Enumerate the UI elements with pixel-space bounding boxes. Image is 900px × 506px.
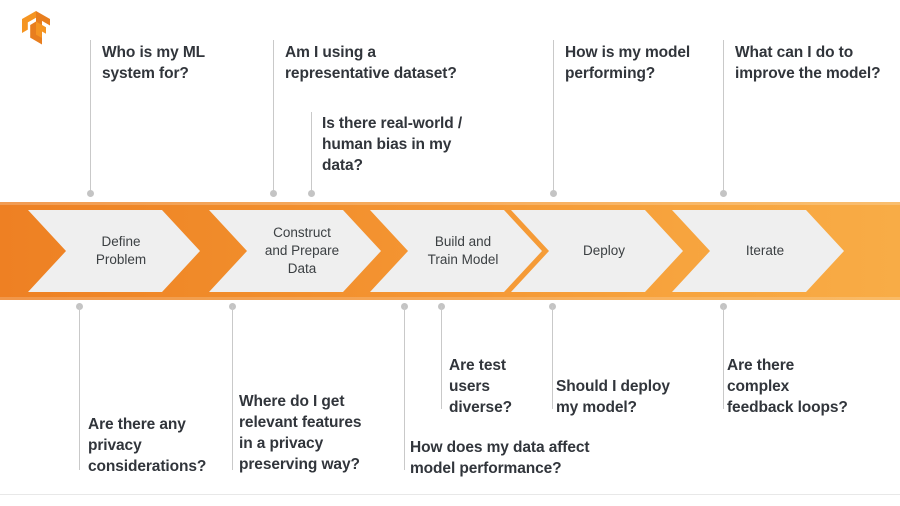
step-label: Deploy [582,243,626,259]
step-label: Iterate [745,243,785,259]
callout-are-there-any-privacy-considerations: Are there any privacy considerations? [88,416,207,476]
callout-should-i-deploy-my-model: Should I deploy my model? [556,378,670,417]
connector-line-bottom-1 [79,306,80,470]
step-label: Construct and Prepare Data [264,225,340,276]
connector-line-bottom-4 [441,306,442,409]
connector-dot-top-1 [87,190,94,197]
connector-line-top-2 [273,40,274,193]
connector-line-bottom-6 [723,306,724,409]
callout-is-there-real-world-human-bias-in-my-data: Is there real-world / human bias in my d… [322,115,463,175]
tensorflow-logo [16,8,56,48]
callout-who-is-my-ml-system-for: Who is my ML system for? [102,44,205,83]
connector-line-top-1 [90,40,91,193]
step-define-problem[interactable]: Define Problem [28,210,200,292]
connector-line-top-3 [311,112,312,193]
callout-are-test-users-diverse: Are test users diverse? [449,357,512,417]
connector-dot-top-4 [550,190,557,197]
footer-divider [0,494,900,495]
callout-am-i-using-a-representative-dataset: Am I using a representative dataset? [285,44,457,83]
callout-how-does-my-data-affect-model-performance: How does my data affect model performanc… [410,439,590,478]
callout-what-can-i-do-to-improve-the-model: What can I do to improve the model? [735,44,881,83]
step-label: Define Problem [95,234,147,267]
callout-where-do-i-get-relevant-features-in-a-privacy-preserving-way: Where do I get relevant features in a pr… [239,393,362,474]
banner-bottom-highlight [0,297,900,300]
connector-dot-top-2 [270,190,277,197]
connector-line-bottom-2 [232,306,233,470]
connector-line-bottom-5 [552,306,553,409]
connector-dot-top-3 [308,190,315,197]
callout-how-is-my-model-performing: How is my model performing? [565,44,691,83]
callout-are-there-complex-feedback-loops: Are there complex feedback loops? [727,357,848,417]
connector-line-bottom-3 [404,306,405,470]
banner-top-highlight [0,202,900,205]
connector-line-top-4 [553,40,554,193]
connector-dot-top-5 [720,190,727,197]
step-label: Build and Train Model [427,234,499,267]
connector-line-top-5 [723,40,724,193]
